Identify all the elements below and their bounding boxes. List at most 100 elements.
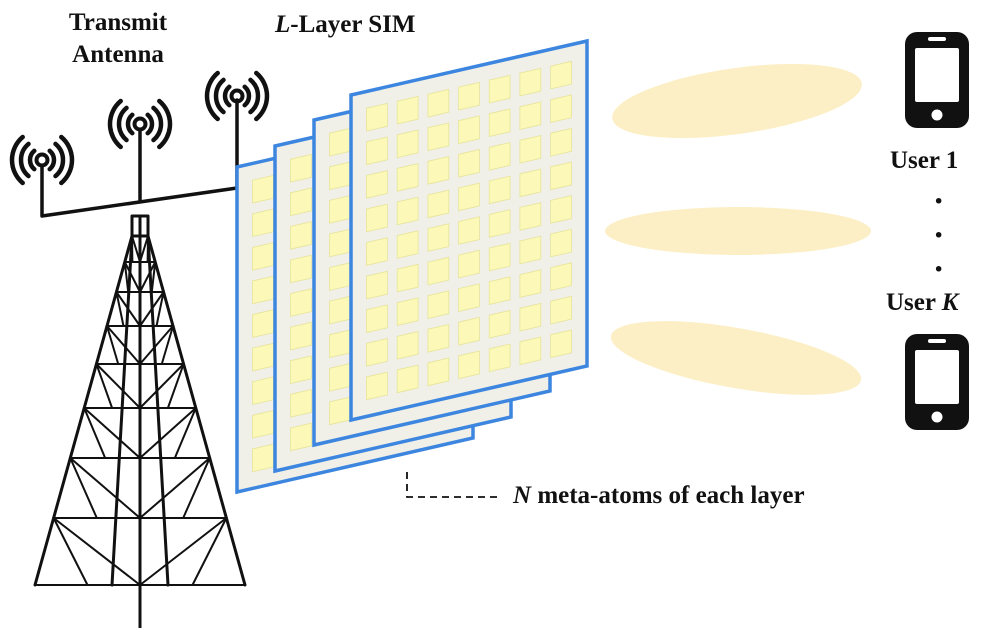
meta-atom <box>551 229 572 257</box>
wave-arc <box>245 87 249 105</box>
meta-atom <box>520 102 541 130</box>
transmit-antenna-label: Transmit Antenna <box>48 7 188 71</box>
ellipsis-dot: · <box>933 185 944 219</box>
sim-title-text: -Layer SIM <box>290 11 415 38</box>
meta-atom <box>520 303 541 331</box>
meta-atom <box>253 209 274 237</box>
meta-atom <box>551 95 572 123</box>
meta-atom <box>367 137 388 165</box>
meta-atom <box>489 75 510 103</box>
meta-atom <box>330 296 351 324</box>
meta-atom <box>367 271 388 299</box>
meta-atom <box>330 330 351 358</box>
sim-layer-variable: L <box>275 11 290 38</box>
meta-atom <box>489 210 510 238</box>
meta-atom <box>551 196 572 224</box>
meta-atom <box>489 243 510 271</box>
tower-mast <box>35 216 245 628</box>
wave-arc <box>250 80 258 112</box>
transmit-tower-icon <box>12 73 267 628</box>
meta-atom <box>397 365 418 393</box>
meta-atoms-variable: N <box>513 482 531 509</box>
wave-arc <box>148 115 152 133</box>
lattice-brace <box>54 518 88 585</box>
meta-atom <box>551 129 572 157</box>
meta-atom <box>489 310 510 338</box>
meta-atom <box>291 289 312 317</box>
meta-atom <box>367 339 388 367</box>
lattice-brace <box>193 518 227 585</box>
antenna-element <box>232 91 243 102</box>
lattice-brace <box>54 518 140 585</box>
meta-atom <box>428 325 449 353</box>
meta-atom <box>397 332 418 360</box>
wave-arc <box>225 87 229 105</box>
meta-atom <box>459 183 480 211</box>
meta-atom <box>367 238 388 266</box>
meta-atom <box>253 377 274 405</box>
meta-atom <box>253 444 274 472</box>
meta-atom <box>291 322 312 350</box>
beam-ellipse <box>608 51 867 151</box>
antenna-element <box>37 155 48 166</box>
meta-atom <box>330 397 351 425</box>
meta-atom <box>253 243 274 271</box>
meta-atom <box>551 330 572 358</box>
meta-atom <box>330 364 351 392</box>
meta-atom <box>489 109 510 137</box>
meta-atom <box>520 270 541 298</box>
lattice-brace <box>70 458 140 518</box>
lattice-brace <box>175 408 196 458</box>
meta-atom <box>489 176 510 204</box>
antenna-element <box>135 119 146 130</box>
meta-atom <box>291 154 312 182</box>
wave-arc <box>50 151 54 169</box>
lattice-brace <box>140 458 210 518</box>
meta-atom-callout-line <box>407 472 497 497</box>
lattice-brace <box>84 408 140 458</box>
meta-atom <box>489 143 510 171</box>
meta-atom <box>459 250 480 278</box>
meta-atom <box>253 411 274 439</box>
user-k-prefix: User <box>886 289 942 316</box>
meta-atom <box>459 217 480 245</box>
meta-atom <box>291 423 312 451</box>
meta-atom <box>459 351 480 379</box>
meta-atom <box>520 337 541 365</box>
meta-atom <box>397 130 418 158</box>
meta-atom <box>428 224 449 252</box>
beam-ellipse <box>606 306 867 409</box>
meta-atom <box>291 222 312 250</box>
meta-atom <box>428 358 449 386</box>
meta-atom <box>367 171 388 199</box>
lattice-brace <box>140 518 226 585</box>
meta-atom <box>459 150 480 178</box>
wave-arc <box>30 151 34 169</box>
meta-atom <box>397 197 418 225</box>
meta-atom <box>459 284 480 312</box>
meta-atom <box>428 257 449 285</box>
lattice-brace <box>84 408 105 458</box>
meta-atom <box>551 61 572 89</box>
meta-atom <box>459 317 480 345</box>
wave-arc <box>153 108 161 140</box>
meta-atom <box>367 372 388 400</box>
meta-atom <box>330 263 351 291</box>
transmit-label-line-1: Transmit <box>48 7 188 39</box>
meta-atom <box>428 123 449 151</box>
meta-atom <box>520 236 541 264</box>
meta-atom <box>397 96 418 124</box>
meta-atom <box>520 169 541 197</box>
meta-atom <box>330 162 351 190</box>
user-1-phone-icon <box>905 32 969 128</box>
meta-atom <box>551 263 572 291</box>
meta-atom <box>253 276 274 304</box>
meta-atom <box>253 175 274 203</box>
user-k-phone-icon <box>905 334 969 430</box>
sim-layers <box>237 41 587 492</box>
user-k-variable: K <box>942 289 959 316</box>
meta-atom <box>428 157 449 185</box>
lattice-brace <box>70 458 97 518</box>
meta-atom <box>428 291 449 319</box>
